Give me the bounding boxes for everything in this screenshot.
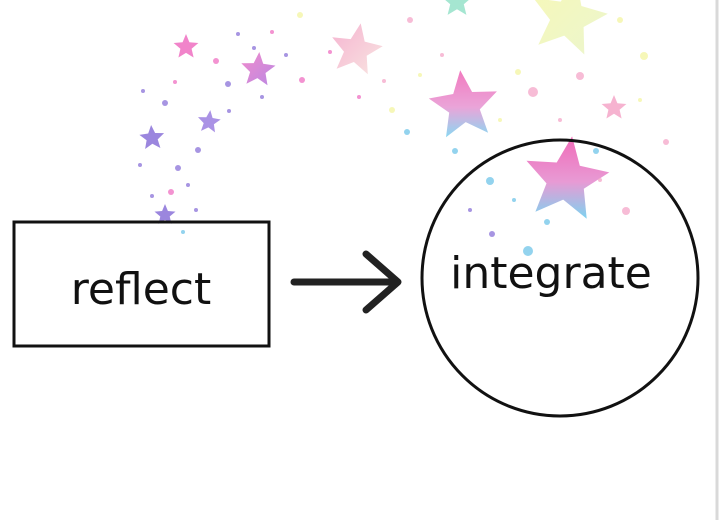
sparkle-dot [528,87,538,97]
star-icon [332,23,383,75]
sparkle-dot [181,230,185,234]
sparkle-dot [357,95,361,99]
sparkle-dot [598,178,602,182]
sparkle-dot [638,98,642,102]
star-icon [173,34,199,58]
sparkle-dot [515,69,521,75]
star-icon [428,70,497,138]
sparkle-dot [440,53,444,57]
star-icon [534,0,608,55]
sparkle-dot [195,147,201,153]
sparkle-dot [194,208,198,212]
reflect-label: reflect [71,264,211,315]
sparkle-dot [168,189,174,195]
sparkle-dot [489,231,495,237]
sparkle-dot [138,163,142,167]
sparkle-dot [544,219,550,225]
sparkle-dot [382,79,386,83]
sparkle-dot [523,246,533,256]
sparkle-dot [576,72,584,80]
sparkle-dot [173,80,177,84]
star-icon [526,136,610,219]
sparkle-dot [512,198,516,202]
sparkle-dot [622,207,630,215]
sparkle-dot [299,77,305,83]
sparkle-dot [407,17,413,23]
sparkle-dot [213,58,219,64]
reflect-box [12,220,271,348]
sparkle-dot [186,183,190,187]
integrate-label: integrate [450,248,652,299]
sparkle-dot [617,17,623,23]
sparkle-dot [486,177,494,185]
sparkle-dot [260,95,264,99]
sparkle-dot [270,30,274,34]
sparkle-dot [640,52,648,60]
sparkle-dot [252,46,256,50]
sparkle-dot [227,109,231,113]
star-icon [601,95,627,119]
sparkle-dot [452,148,458,154]
sparkle-dot [175,165,181,171]
sparkle-dot [141,89,145,93]
sparkle-dot [225,81,231,87]
sparkle-dot [162,100,168,106]
integrate-node: integrate [420,138,700,418]
sparkle-dot [593,148,599,154]
sparkle-dot [328,50,332,54]
star-icon [139,125,165,149]
sparkle-dot [284,53,288,57]
arrow-connector [290,250,402,314]
star-icon [198,110,221,133]
star-sparkle-decoration [138,0,669,256]
sparkle-dot [663,139,669,145]
sparkle-dot [150,194,154,198]
reflect-node: reflect [12,220,271,348]
sparkle-dot [498,118,502,122]
integrate-circle [420,138,700,418]
star-icon [241,52,276,86]
sparkle-dot [389,107,395,113]
star-icon [154,204,176,224]
sparkle-dot [418,73,422,77]
arrow-head-icon [362,250,402,314]
sparkle-dot [558,118,562,122]
sparkle-dot [297,12,303,18]
sparkle-dot [404,129,410,135]
star-icon [445,0,469,15]
sparkle-dot [468,208,472,212]
sparkle-dot [236,32,240,36]
